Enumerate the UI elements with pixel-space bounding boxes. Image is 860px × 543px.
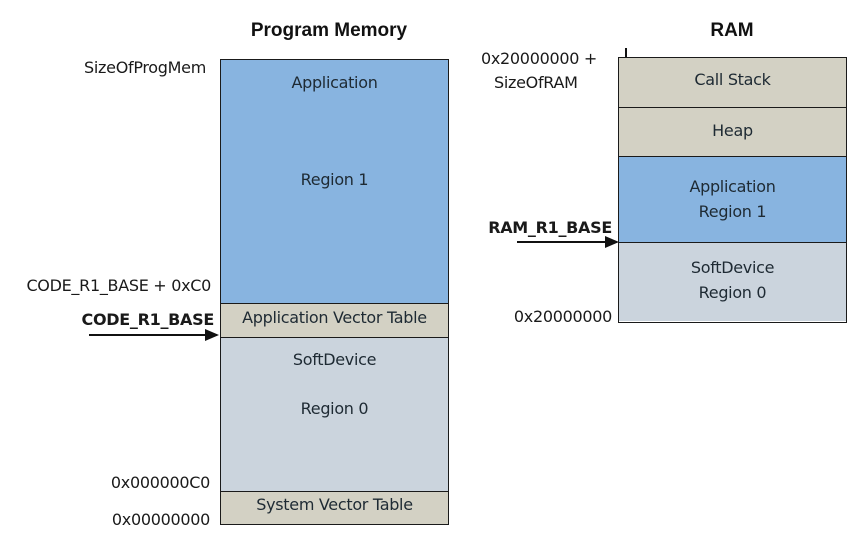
label-ram-top-line1: 0x20000000 + <box>481 49 597 68</box>
ram-r1-base-arrow <box>517 236 619 248</box>
block-label: Region 0 <box>698 283 767 302</box>
label-ram-bottom: 0x20000000 <box>513 307 612 326</box>
block-application-region-1: Application Region 1 <box>221 60 448 303</box>
label-ram-top-line2: SizeOfRAM <box>494 73 578 92</box>
block-label: Call Stack <box>694 70 771 89</box>
code-r1-base-arrow <box>89 329 219 341</box>
label-sys-vt-top: 0x000000C0 <box>110 473 210 492</box>
block-ram-softdevice-region-0: SoftDevice Region 0 <box>619 242 846 321</box>
ram-title: RAM <box>710 20 754 41</box>
block-ram-application-region-1: Application Region 1 <box>619 156 846 242</box>
block-label: Region 0 <box>300 399 369 418</box>
block-label: Region 1 <box>300 170 369 189</box>
ram-column: Call Stack Heap Application Region 1 Sof… <box>618 57 847 323</box>
program-memory-title: Program Memory <box>250 20 408 41</box>
block-system-vector-table: System Vector Table <box>221 491 448 524</box>
block-label: Application Vector Table <box>242 308 427 327</box>
label-ram-r1-base: RAM_R1_BASE <box>488 218 612 237</box>
block-label: Application <box>291 73 378 92</box>
block-application-vector-table: Application Vector Table <box>221 303 448 337</box>
label-size-of-prog-mem: SizeOfProgMem <box>84 58 206 77</box>
block-label: Region 1 <box>698 202 767 221</box>
label-code-r1-base-plus-c0: CODE_R1_BASE + 0xC0 <box>26 276 211 295</box>
block-label: Application <box>689 177 776 196</box>
block-label: SoftDevice <box>292 350 377 369</box>
block-label: System Vector Table <box>256 495 413 514</box>
block-label: Heap <box>712 121 753 140</box>
program-memory-column: Application Region 1 Application Vector … <box>220 59 449 525</box>
block-softdevice-region-0: SoftDevice Region 0 <box>221 337 448 491</box>
block-call-stack: Call Stack <box>619 58 846 107</box>
block-label: SoftDevice <box>690 258 775 277</box>
block-heap: Heap <box>619 107 846 156</box>
label-code-r1-base: CODE_R1_BASE <box>81 310 215 329</box>
label-prog-mem-bottom: 0x00000000 <box>111 510 210 529</box>
